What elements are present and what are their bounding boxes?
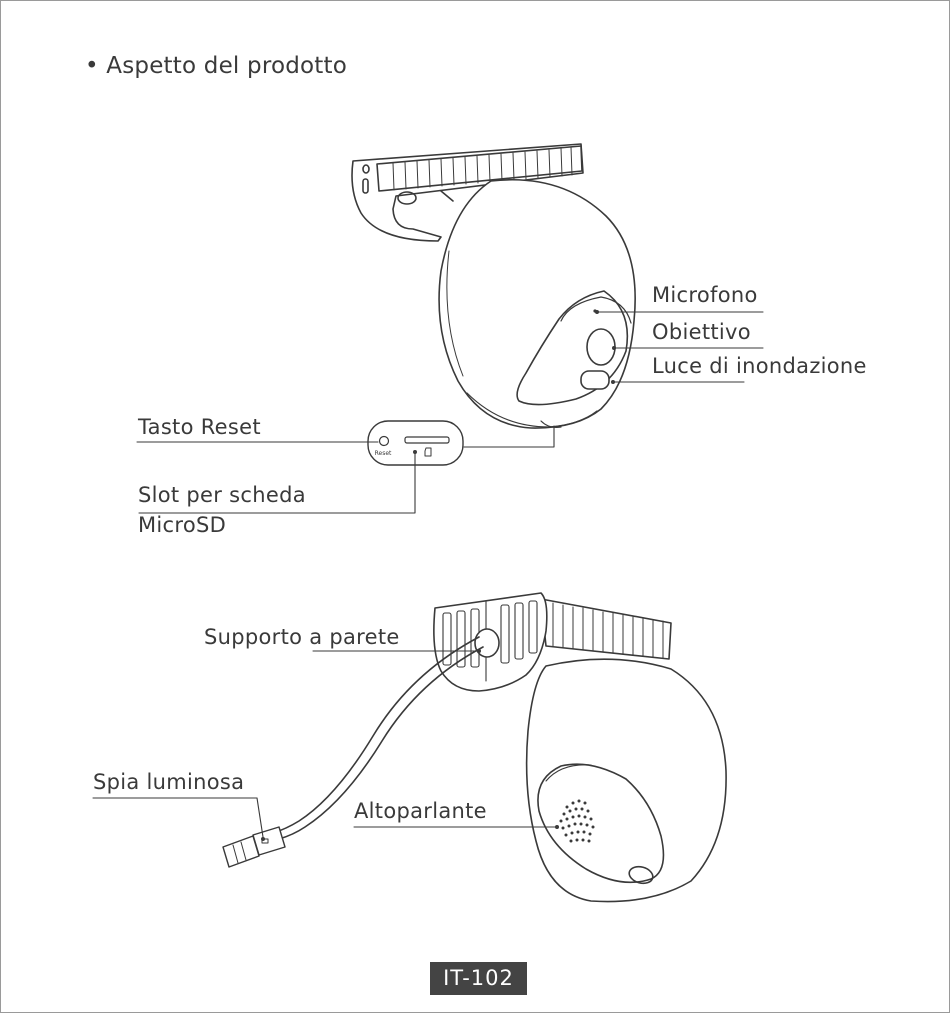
label-speaker: Altoparlante — [354, 799, 487, 823]
page-number: IT-102 — [430, 962, 527, 995]
reset-text: Reset — [375, 450, 392, 457]
label-reset-button: Tasto Reset — [138, 415, 261, 439]
label-microsd-line1: Slot per scheda — [138, 483, 306, 507]
label-indicator-light: Spia luminosa — [93, 770, 244, 794]
top-camera-illustration — [352, 144, 635, 428]
label-floodlight: Luce di inondazione — [652, 354, 867, 378]
label-microsd-line2: MicroSD — [138, 513, 226, 537]
label-wall-mount: Supporto a parete — [204, 625, 400, 649]
label-microphone: Microfono — [652, 283, 758, 307]
label-lens: Obiettivo — [652, 320, 751, 344]
